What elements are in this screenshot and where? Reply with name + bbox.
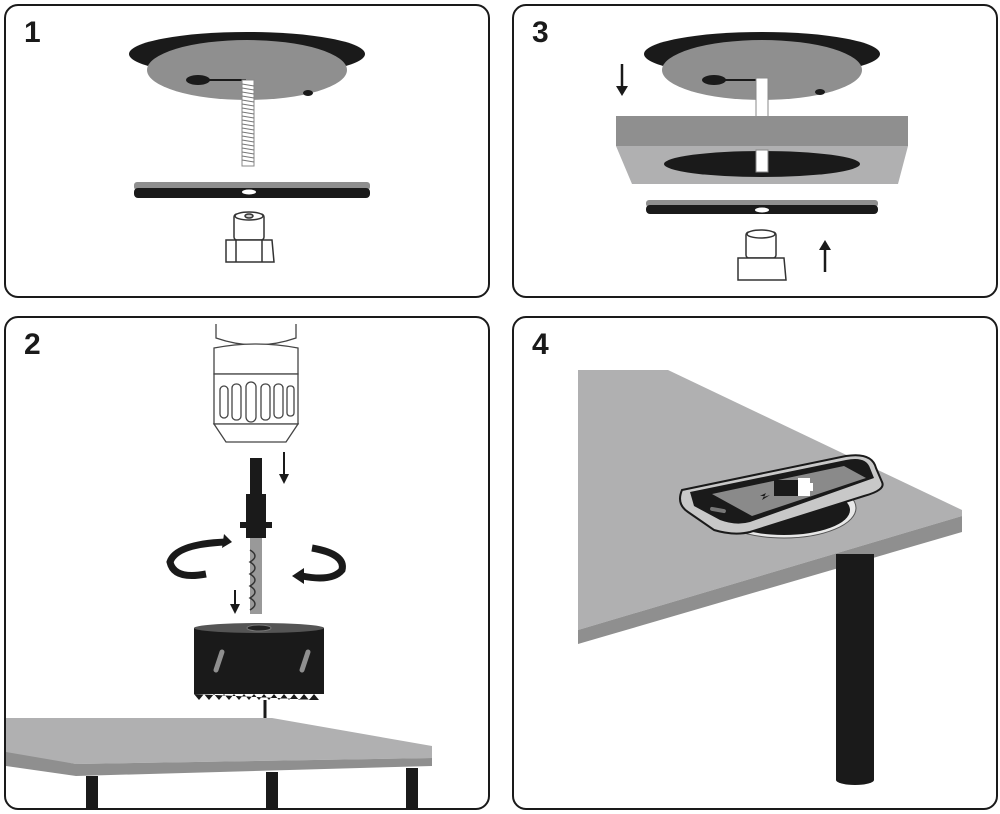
tabletop-section [616, 116, 908, 184]
knurled-nut [737, 229, 787, 281]
down-arrow-icon [279, 452, 289, 484]
step-number: 2 [24, 328, 41, 361]
step-2-illustration [6, 324, 432, 808]
mounting-bar [646, 200, 878, 214]
threaded-rod [755, 77, 769, 121]
rotate-ccw-arrow-icon [166, 534, 232, 579]
down-arrow-icon [230, 590, 240, 614]
lightning-icon [760, 493, 770, 500]
table-leg [836, 554, 874, 780]
knurled-nut [225, 211, 275, 263]
step-1-illustration [129, 32, 370, 263]
charger-puck [129, 32, 365, 100]
step-4-illustration [578, 370, 962, 785]
charger-puck [644, 32, 880, 100]
step-4-panel: 4 [512, 316, 998, 810]
down-arrow-icon [616, 64, 628, 96]
tabletop [6, 718, 432, 808]
battery-icon [774, 480, 798, 496]
rotate-cw-arrow-icon [292, 544, 346, 584]
threaded-rod [241, 79, 255, 167]
hole-saw-arbor [240, 458, 272, 614]
drill-chuck [212, 324, 300, 443]
step-number: 1 [24, 16, 41, 49]
step-3-panel: 3 [512, 4, 998, 298]
hole-saw [194, 623, 324, 700]
step-3-illustration [616, 32, 908, 281]
step-number: 3 [532, 16, 549, 49]
step-number: 4 [532, 328, 549, 361]
smartphone [679, 454, 884, 535]
mounting-bar [134, 182, 370, 198]
step-1-panel: 1 [4, 4, 490, 298]
up-arrow-icon [819, 240, 831, 272]
step-2-panel: 2 [4, 316, 490, 810]
